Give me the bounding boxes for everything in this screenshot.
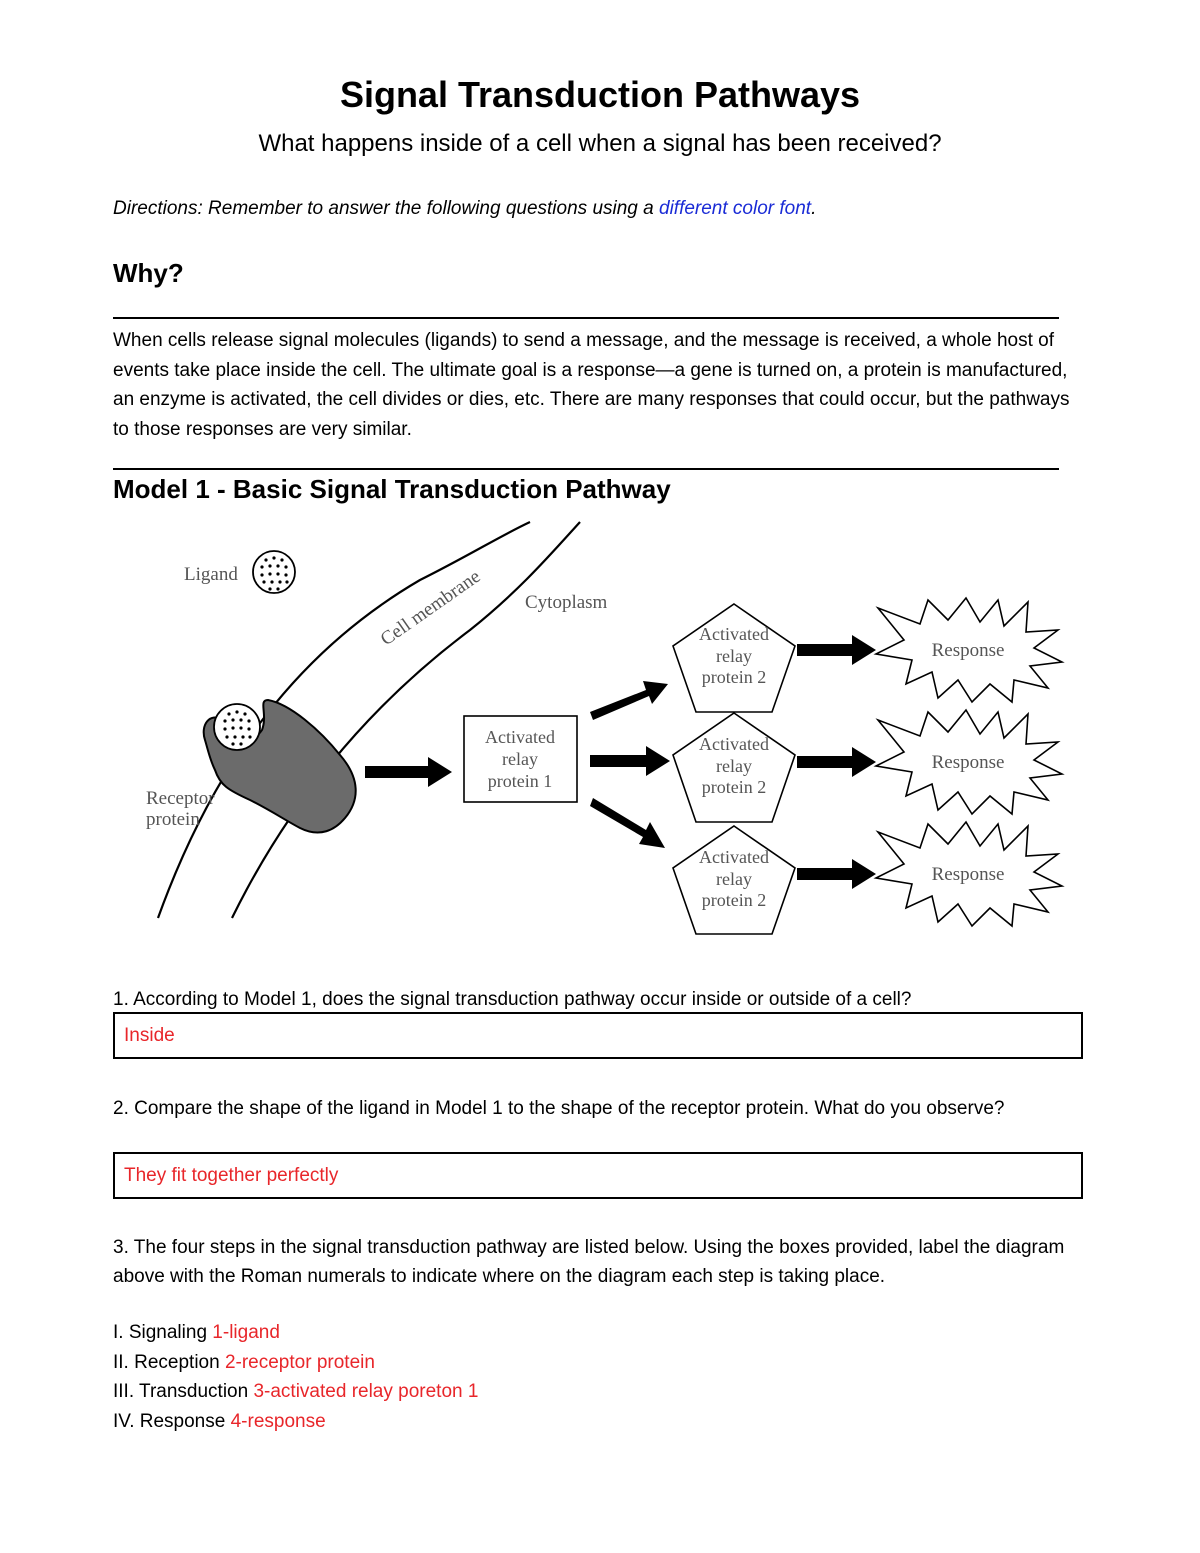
arrow-to-relay-1: [365, 757, 452, 787]
response-burst-bottom: Response: [873, 820, 1065, 928]
relay-protein-2-middle: Activated relay protein 2: [672, 712, 796, 823]
step-answer: 4-response: [230, 1410, 326, 1432]
relay-protein-2-bottom: Activated relay protein 2: [672, 825, 796, 935]
relay1-line1: Activated: [485, 727, 555, 747]
question-2: 2. Compare the shape of the ligand in Mo…: [113, 1098, 1005, 1119]
steps-list: I. Signaling 1-ligand II. Reception 2-re…: [113, 1318, 478, 1436]
step-label: I. Signaling: [113, 1322, 213, 1343]
relay1-line3: protein 1: [488, 771, 553, 791]
relay2-middle-line2: relay: [716, 756, 752, 776]
step-label: IV. Response: [113, 1410, 231, 1432]
step-item: III. Transduction 3-activated relay pore…: [113, 1377, 478, 1407]
bound-ligand-icon: [213, 703, 261, 751]
signal-pathway-diagram: Ligand Cell membrane Cytoplasm Receptor …: [146, 521, 1065, 935]
relay2-bottom-line1: Activated: [699, 847, 769, 867]
why-heading: Why?: [113, 258, 184, 288]
step-item: II. Reception 2-receptor protein: [113, 1348, 478, 1378]
step-label: III. Transduction: [113, 1381, 254, 1403]
ligand-icon: [252, 550, 296, 594]
cytoplasm-label: Cytoplasm: [525, 592, 608, 613]
step-item: IV. Response 4-response: [113, 1407, 478, 1437]
arrow-to-response-top: [797, 635, 876, 665]
answer-box-2[interactable]: They fit together perfectly: [113, 1152, 1083, 1199]
arrow-to-relay-2-top: [590, 681, 668, 720]
receptor-label-line1: Receptor: [146, 788, 215, 809]
relay1-line2: relay: [502, 749, 538, 769]
arrow-to-response-middle: [797, 747, 876, 777]
response-middle-label: Response: [932, 752, 1005, 773]
directions: Directions: Remember to answer the follo…: [113, 198, 816, 220]
arrow-to-relay-2-middle: [590, 746, 670, 776]
ligand-label: Ligand: [184, 564, 238, 585]
why-paragraph: When cells release signal molecules (lig…: [113, 330, 1070, 440]
membrane-inner-line: [231, 521, 581, 919]
relay2-top-line2: relay: [716, 646, 752, 666]
divider-top: [113, 317, 1059, 319]
arrow-to-relay-2-bottom: [590, 798, 665, 848]
directions-text: Directions: Remember to answer the follo…: [113, 198, 659, 219]
response-burst-middle: Response: [873, 708, 1065, 816]
model-heading: Model 1 - Basic Signal Transduction Path…: [113, 474, 671, 504]
relay2-bottom-line3: protein 2: [702, 890, 767, 910]
step-item: I. Signaling 1-ligand: [113, 1318, 478, 1348]
relay2-bottom-line2: relay: [716, 869, 752, 889]
response-bottom-label: Response: [932, 864, 1005, 885]
receptor-label-line2: protein: [146, 809, 200, 830]
step-answer: 3-activated relay poreton 1: [253, 1381, 479, 1403]
directions-suffix: .: [811, 198, 817, 219]
response-burst-top: Response: [873, 596, 1065, 704]
response-top-label: Response: [932, 640, 1005, 661]
question-1: 1. According to Model 1, does the signal…: [113, 989, 912, 1010]
relay2-top-line1: Activated: [699, 624, 769, 644]
page-subtitle: What happens inside of a cell when a sig…: [258, 130, 942, 157]
membrane-label: Cell membrane: [377, 566, 485, 650]
membrane-outer-line: [156, 521, 531, 919]
relay-protein-1-box: [463, 715, 578, 803]
step-label: II. Reception: [113, 1351, 225, 1373]
relay2-middle-line3: protein 2: [702, 777, 767, 797]
relay2-top-line3: protein 2: [702, 667, 767, 687]
relay-protein-2-top: Activated relay protein 2: [672, 603, 796, 713]
arrow-to-response-bottom: [797, 859, 876, 889]
directions-highlight: different color font: [659, 198, 812, 219]
relay2-middle-line1: Activated: [699, 734, 769, 754]
page-title: Signal Transduction Pathways: [339, 74, 861, 115]
answer-box-1[interactable]: Inside: [113, 1012, 1083, 1059]
divider-bottom: [113, 468, 1059, 470]
step-answer: 1-ligand: [212, 1322, 280, 1343]
question-3: 3. The four steps in the signal transduc…: [113, 1237, 1065, 1287]
step-answer: 2-receptor protein: [224, 1351, 375, 1373]
